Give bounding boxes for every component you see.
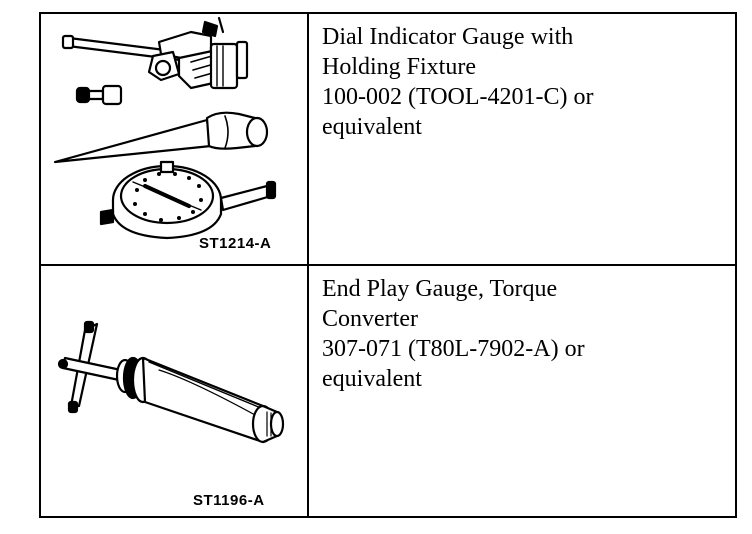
- end-play-gauge-icon: [57, 320, 285, 444]
- tool-description: Dial Indicator Gauge with Holding Fixtur…: [309, 14, 735, 266]
- tool-illustration-cell-2: ST1196-A: [41, 266, 309, 516]
- special-tools-table: ST1214-A Dial Indicator Gauge with Holdi…: [39, 12, 737, 518]
- dial-indicator-gauge-icon: [53, 16, 277, 240]
- tool-description: End Play Gauge, Torque Converter 307-071…: [322, 276, 585, 392]
- tool-illustration-cell-1: ST1214-A: [41, 14, 309, 266]
- figure-id-label: ST1196-A: [193, 492, 265, 509]
- figure-id-label: ST1214-A: [199, 235, 272, 252]
